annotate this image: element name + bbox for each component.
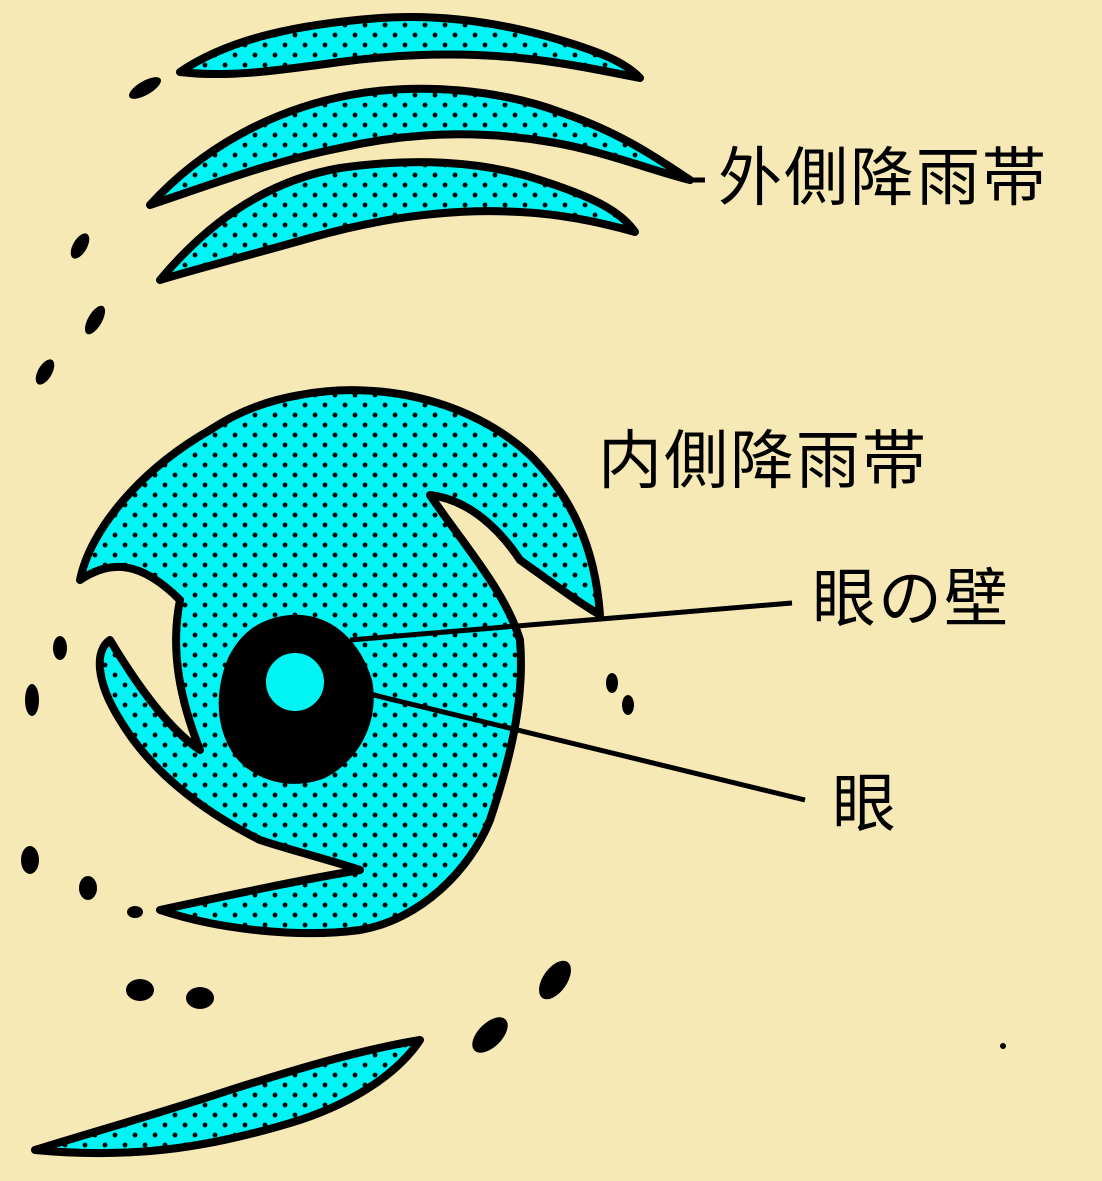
inner-rainband-label: 内側降雨帯 — [598, 430, 928, 494]
outer-rainband-arc-bottom — [35, 1040, 420, 1153]
eye — [263, 650, 327, 714]
eyewall-label: 眼の壁 — [812, 568, 1010, 632]
outer-rainband-arc-1 — [180, 17, 640, 78]
eye-label: 眼 — [832, 773, 898, 837]
outer-rainband-label: 外側降雨帯 — [718, 147, 1048, 211]
